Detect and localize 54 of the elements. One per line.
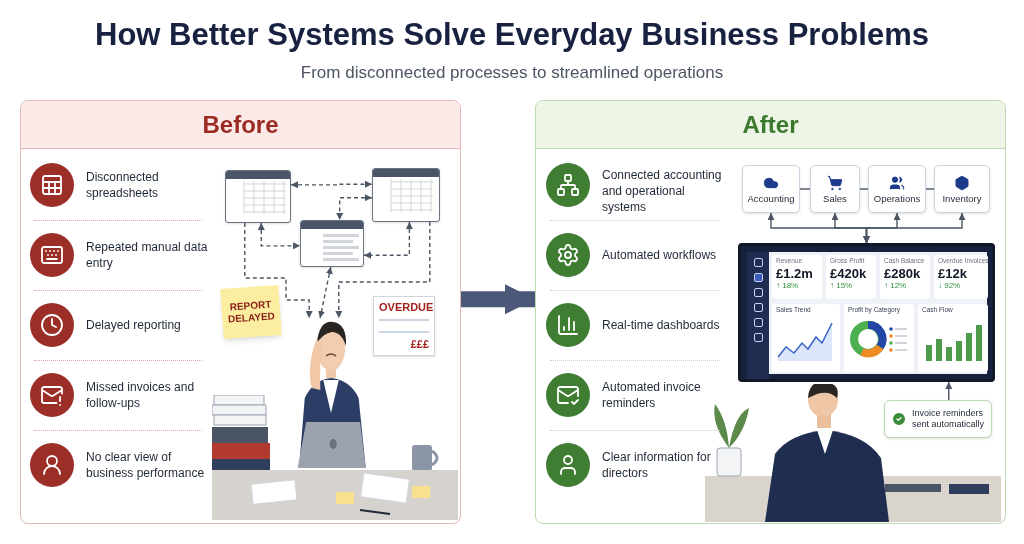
kpi-value: £280k bbox=[884, 266, 922, 280]
list-item-text: Clear information for directors bbox=[602, 448, 712, 482]
big-arrow bbox=[461, 284, 535, 315]
notification-card bbox=[884, 400, 992, 438]
chart-card bbox=[844, 304, 914, 372]
invoice-document bbox=[373, 296, 435, 356]
system-name: Inventory bbox=[942, 193, 982, 204]
list-item-text: Connected accounting and operational systems bbox=[602, 167, 723, 216]
page-title: How Better Systems Solve Everyday Business Problems bbox=[94, 16, 930, 54]
connector-arrow bbox=[363, 221, 413, 259]
panel-heading: Before bbox=[202, 110, 279, 138]
system-card bbox=[810, 165, 860, 213]
spreadsheet-window bbox=[225, 170, 291, 223]
amount-text: £££ bbox=[410, 339, 429, 350]
spreadsheet-window bbox=[372, 168, 440, 222]
list-item-text: Disconnected spreadsheets bbox=[86, 168, 160, 202]
panel-heading: After bbox=[742, 110, 799, 138]
system-name: Operations bbox=[873, 193, 921, 204]
connector-arrow bbox=[290, 180, 373, 189]
system-name: Accounting bbox=[747, 193, 795, 204]
system-name: Sales bbox=[823, 193, 847, 204]
kpi-value: £12k bbox=[938, 266, 968, 280]
list-item-text: Delayed reporting bbox=[86, 316, 182, 334]
connector-arrow bbox=[945, 381, 953, 401]
document-window bbox=[300, 220, 364, 267]
kpi-change: ↑ 12% bbox=[884, 281, 908, 290]
list-item-text: Automated invoice reminders bbox=[602, 378, 702, 412]
kpi-value: £420k bbox=[830, 266, 868, 280]
chart-card bbox=[772, 304, 840, 372]
system-card bbox=[742, 165, 800, 213]
connector-arrow bbox=[863, 212, 966, 244]
kpi-card bbox=[934, 255, 988, 299]
sticky-note bbox=[220, 285, 282, 339]
notification-text: Invoice reminders sent automatically bbox=[912, 408, 985, 430]
note-text: REPORT DELAYED bbox=[226, 298, 277, 326]
subtitle: From disconnected processes to streamlined operations bbox=[299, 62, 725, 84]
kpi-value: £1.2m bbox=[776, 266, 814, 280]
connector-arrow bbox=[336, 194, 373, 221]
connector-arrow bbox=[244, 222, 313, 319]
list-item-text: Automated workflows bbox=[602, 246, 718, 264]
kpi-change: ↓ 92% bbox=[938, 281, 962, 290]
kpi-change: ↑ 18% bbox=[776, 281, 800, 290]
list-item-text: No clear view of business performance bbox=[86, 448, 206, 482]
system-card bbox=[934, 165, 990, 213]
dashboard-monitor bbox=[738, 243, 995, 382]
kpi-change: ↑ 15% bbox=[830, 281, 854, 290]
list-item-text: Real-time dashboards bbox=[602, 316, 721, 334]
connector-arrow bbox=[257, 222, 301, 250]
system-card bbox=[868, 165, 926, 213]
list-item-text: Missed invoices and follow-ups bbox=[86, 378, 196, 412]
chart-card bbox=[918, 304, 988, 372]
list-item-text: Repeated manual data entry bbox=[86, 238, 208, 272]
connector-arrow bbox=[335, 221, 431, 319]
connector-arrow bbox=[318, 266, 333, 319]
